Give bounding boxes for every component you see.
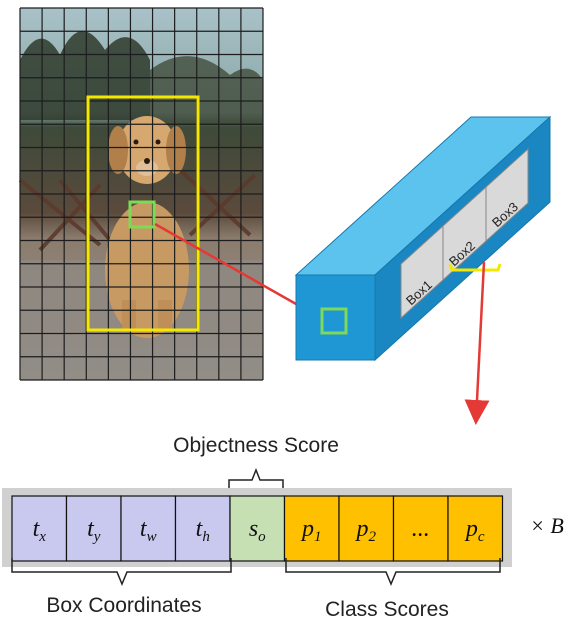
vector-cell-class bbox=[283, 495, 340, 562]
vector-cell-class bbox=[392, 495, 449, 562]
vector-cell-label: ... bbox=[412, 516, 430, 542]
tensor-front-face bbox=[295, 274, 376, 361]
anchor-box-strip bbox=[400, 147, 529, 320]
box-coordinates-label: Box Coordinates bbox=[46, 594, 201, 617]
box-coordinates-bracket bbox=[11, 558, 232, 586]
objectness-score-label: Objectness Score bbox=[173, 434, 339, 457]
bounding-box bbox=[86, 95, 200, 332]
responsible-grid-cell bbox=[128, 200, 156, 229]
vector-cell-box bbox=[65, 495, 122, 562]
class-scores-bracket bbox=[285, 558, 501, 586]
objectness-bracket bbox=[228, 467, 284, 496]
output-tensor: Box1 Box2 Box3 bbox=[294, 115, 552, 362]
vector-cell-box bbox=[174, 495, 231, 562]
vector-cell-class bbox=[447, 495, 504, 562]
class-scores-label: Class Scores bbox=[325, 598, 449, 621]
dog-photo bbox=[18, 7, 264, 381]
tensor-cell-highlight bbox=[320, 307, 348, 335]
box-to-vector-arrow bbox=[464, 261, 490, 425]
cell-to-tensor-arrow bbox=[154, 222, 324, 320]
vector-cell-box bbox=[11, 495, 68, 562]
vector-cell-objectness bbox=[229, 495, 286, 562]
multiplier-label: × B bbox=[530, 513, 564, 538]
vector-cell-box bbox=[120, 495, 177, 562]
box2-bracket bbox=[448, 263, 502, 272]
